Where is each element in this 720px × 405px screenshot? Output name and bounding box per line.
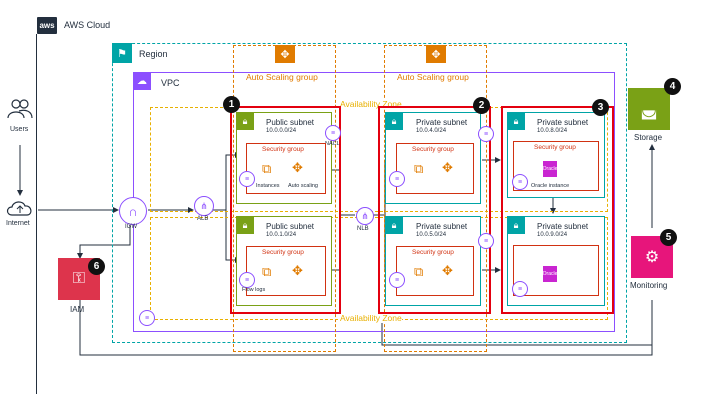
security-group-box <box>246 143 326 194</box>
cloud-title: AWS Cloud <box>64 20 111 30</box>
autoscaling-icon: ✥ <box>292 263 303 278</box>
flowlog-icon: ≡ <box>389 171 405 187</box>
autoscaling-icon: ✥ <box>292 160 303 175</box>
step-badge-5: 5 <box>660 229 677 246</box>
nlb-label: NLB <box>357 226 369 232</box>
az-label-2: Availability Zone <box>340 313 402 323</box>
instances-icon: ⧉ <box>262 264 272 279</box>
vpc-label: VPC <box>161 78 180 88</box>
region-flag-icon: ⚑ <box>112 43 132 63</box>
storage-label: Storage <box>634 133 663 142</box>
lock-icon: 🔒︎ <box>236 112 254 130</box>
public-subnet-1-title: Public subnet <box>266 118 315 127</box>
private-subnet-4-cidr: 10.0.9.0/24 <box>537 232 568 238</box>
security-group-title: Security group <box>262 249 304 256</box>
region-boundary <box>112 43 627 343</box>
asg-icon-2: ✥ <box>426 45 446 63</box>
vpc-cloud-icon: ☁ <box>133 72 151 90</box>
flowlogs-caption: Flow logs <box>242 287 266 293</box>
asg-label-2: Auto Scaling group <box>397 72 469 82</box>
storage-bucket-icon[interactable]: ◛ <box>628 88 670 130</box>
monitoring-label: Monitoring <box>630 281 668 290</box>
cloud-frame <box>36 34 37 394</box>
instances-icon: ⧉ <box>414 161 424 176</box>
users-label: Users <box>10 126 29 133</box>
private-subnet-1-title: Private subnet <box>416 118 468 127</box>
public-subnet-2-cidr: 10.0.1.0/24 <box>266 232 297 238</box>
oracle-db-icon: Oracle <box>543 266 557 282</box>
region-label: Region <box>139 49 168 59</box>
security-group-box <box>246 246 326 296</box>
security-group-title: Security group <box>412 249 454 256</box>
nacl-label: NACL <box>325 141 340 147</box>
flowlog-icon: ≡ <box>239 272 255 288</box>
step-badge-6: 6 <box>88 258 105 275</box>
security-group-box <box>513 141 599 191</box>
asg-icon-1: ✥ <box>275 45 295 63</box>
igw-label: IGW <box>125 224 137 230</box>
oracle-db-icon: Oracle <box>543 161 557 177</box>
instances-icon: ⧉ <box>262 161 272 176</box>
autoscaling-icon: ✥ <box>442 160 453 175</box>
flowlog-icon: ≡ <box>389 272 405 288</box>
alb-label: ALB <box>197 216 209 222</box>
lock-icon: 🔒︎ <box>507 216 525 234</box>
flowlog-icon: ≡ <box>239 171 255 187</box>
private-subnet-2-title: Private subnet <box>416 222 468 231</box>
autoscaling-caption: Auto scaling <box>288 183 318 189</box>
security-group-box <box>513 245 599 296</box>
nacl-icon[interactable]: ≡ <box>478 233 494 249</box>
flowlog-icon: ≡ <box>512 174 528 190</box>
lock-icon: 🔒︎ <box>385 112 403 130</box>
instances-caption: Instances <box>256 183 280 189</box>
internet-label: Internet <box>6 220 30 227</box>
private-subnet-2 <box>385 216 481 306</box>
oracle-instance-caption: Oracle instance <box>531 183 570 189</box>
nlb-icon[interactable]: ⋔ <box>356 207 374 225</box>
highlight-column-2 <box>378 106 491 314</box>
step-badge-2: 2 <box>473 97 490 114</box>
private-subnet-1-cidr: 10.0.4.0/24 <box>416 128 447 134</box>
security-group-title: Security group <box>412 146 454 153</box>
public-subnet-1-cidr: 10.0.0.0/24 <box>266 128 297 134</box>
step-badge-4: 4 <box>664 78 681 95</box>
private-subnet-4-title: Private subnet <box>537 222 589 231</box>
step-badge-1: 1 <box>223 96 240 113</box>
nacl-icon[interactable]: ≡ <box>478 126 494 142</box>
public-subnet-2-title: Public subnet <box>266 222 315 231</box>
internet-cloud-icon <box>5 198 35 218</box>
lock-icon: 🔒︎ <box>507 112 525 130</box>
autoscaling-icon: ✥ <box>442 263 453 278</box>
private-subnet-3-title: Private subnet <box>537 118 589 127</box>
instances-icon: ⧉ <box>414 264 424 279</box>
private-subnet-3-cidr: 10.0.8.0/24 <box>537 128 568 134</box>
security-group-box <box>396 143 474 194</box>
alb-icon[interactable]: ⋔ <box>194 196 214 216</box>
flowlog-endpoint-icon: ≡ <box>139 310 155 326</box>
security-group-box <box>396 246 474 296</box>
lock-icon: 🔒︎ <box>385 216 403 234</box>
iam-label: IAM <box>70 305 85 314</box>
security-group-title: Security group <box>262 146 304 153</box>
flowlog-icon: ≡ <box>512 281 528 297</box>
security-group-title: Security group <box>534 144 576 151</box>
igw-icon[interactable]: ∩ <box>119 197 147 225</box>
nacl-icon[interactable]: ≡ <box>325 125 341 141</box>
aws-logo-icon: aws <box>37 17 57 34</box>
private-subnet-2-cidr: 10.0.5.0/24 <box>416 232 447 238</box>
users-icon <box>7 96 33 122</box>
lock-icon: 🔒︎ <box>236 216 254 234</box>
highlight-column-1 <box>230 106 341 314</box>
step-badge-3: 3 <box>592 99 609 116</box>
az-label-1: Availability Zone <box>340 99 402 109</box>
highlight-column-3 <box>501 106 614 314</box>
asg-label-1: Auto Scaling group <box>246 72 318 82</box>
